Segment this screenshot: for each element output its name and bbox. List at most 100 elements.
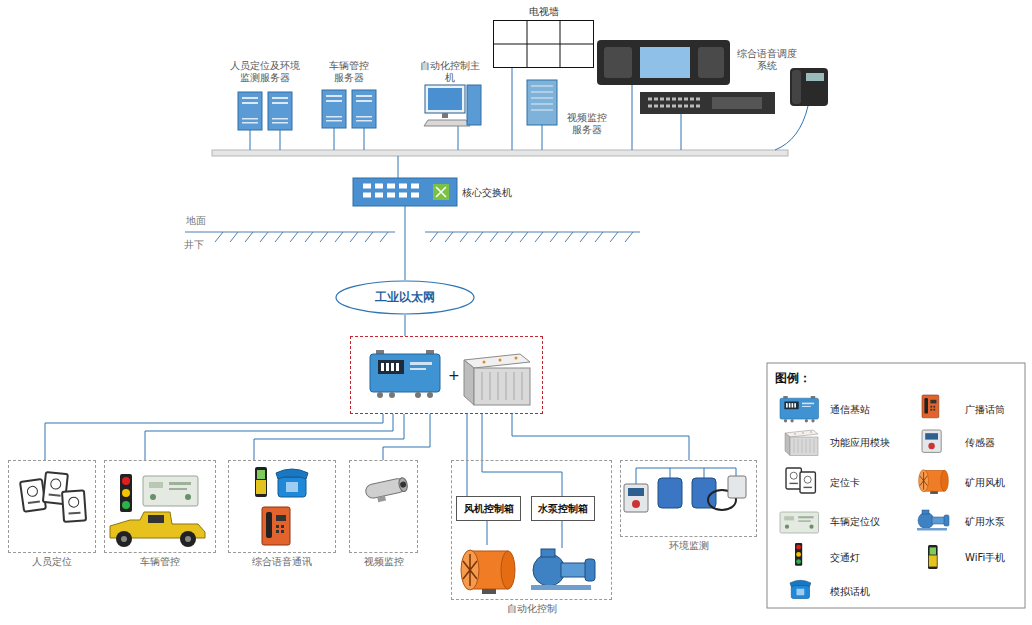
subsystem-group: 视频监控 xyxy=(349,460,418,553)
server-label: 视频监控服务器 xyxy=(566,112,608,136)
node-text: 视频监控 xyxy=(364,555,404,569)
connector xyxy=(383,414,430,460)
node-text: 人员定位 xyxy=(32,555,72,569)
legend-text: 交通灯 xyxy=(830,551,860,565)
connector xyxy=(482,414,562,496)
legend-sample xyxy=(785,430,818,456)
node-text: 视频监控服务器 xyxy=(566,112,608,136)
node-text: 自动化控制主机 xyxy=(419,60,481,84)
legend-text: 矿用风机 xyxy=(965,476,1005,490)
tv-wall: 电视墙 xyxy=(493,20,594,68)
base-station-icon xyxy=(370,350,440,398)
ellipse-shape xyxy=(336,281,474,314)
node-text: 环境监测 xyxy=(669,539,709,553)
legend-text: 车辆定位仪 xyxy=(830,515,880,529)
analog-phone-icon xyxy=(276,469,308,497)
legend-sample xyxy=(922,430,941,452)
node-text: 综合语音通讯 xyxy=(252,555,312,569)
node-text: 车辆管控服务器 xyxy=(328,60,370,84)
underground-label: 井下 xyxy=(183,238,205,252)
legend-sample xyxy=(790,580,811,598)
server-icon xyxy=(268,92,292,130)
legend-box xyxy=(767,363,1025,608)
wifi-phone-icon xyxy=(255,467,267,497)
legend-sample xyxy=(922,395,939,418)
subsystem-group: 综合语音通讯 xyxy=(228,460,336,553)
connector xyxy=(254,414,404,460)
server-label: 车辆管控服务器 xyxy=(328,60,370,84)
connector xyxy=(467,414,468,496)
ground-label: 地面 xyxy=(185,214,207,228)
legend-sample xyxy=(800,472,815,493)
computer-icon xyxy=(424,85,481,126)
ground-line xyxy=(185,232,640,242)
tv-wall-grid xyxy=(493,20,594,68)
node-text: 自动化控制 xyxy=(507,602,557,616)
control-box: 水泵控制箱 xyxy=(531,496,595,521)
legend-title: 图例： xyxy=(774,370,812,387)
fan-icon xyxy=(461,550,515,594)
video-server-icon xyxy=(527,80,557,125)
legend-text: 定位卡 xyxy=(830,476,860,490)
pump-icon xyxy=(531,549,595,590)
desk-phone xyxy=(790,68,828,106)
node-text: 车辆管控 xyxy=(140,555,180,569)
core-switch: 核心交换机 xyxy=(353,178,457,206)
legend-text: 功能应用模块 xyxy=(830,436,890,450)
dispatch-switch xyxy=(640,92,775,114)
subsystem-group: 环境监测 xyxy=(620,460,757,537)
server-label: 人员定位及环境监测服务器 xyxy=(229,60,301,84)
card-icon xyxy=(20,479,46,512)
network-bus xyxy=(212,150,788,156)
connector xyxy=(405,206,406,280)
node-text: 水泵控制箱 xyxy=(538,502,588,516)
camera-icon xyxy=(364,477,409,504)
dispatch-console xyxy=(597,40,730,85)
legend-sample xyxy=(795,543,802,566)
legend-sample xyxy=(780,512,819,533)
legend-text: 广播话筒 xyxy=(965,403,1005,417)
function-module-icon xyxy=(464,354,530,405)
legend-text: 模拟话机 xyxy=(830,585,870,599)
subsystem-group: 自动化控制风机控制箱水泵控制箱 xyxy=(451,460,612,600)
legend-sample xyxy=(780,396,819,422)
traffic-light-icon xyxy=(120,474,132,512)
legend-sample xyxy=(786,468,801,489)
station-group: + xyxy=(350,336,543,414)
connector xyxy=(145,414,393,460)
fan-pump-wires xyxy=(487,520,562,548)
subsystem-group: 人员定位 xyxy=(8,460,96,553)
node-text: + xyxy=(448,367,460,383)
node-text: 人员定位及环境监测服务器 xyxy=(229,60,301,84)
connector xyxy=(512,414,689,460)
subsystem-group: 车辆管控 xyxy=(104,460,216,553)
environment-sensors xyxy=(624,468,746,512)
network-ellipse: 工业以太网 xyxy=(335,280,475,315)
legend-sample xyxy=(917,510,949,531)
loader-truck-icon xyxy=(110,512,205,547)
legend-text: 矿用水泵 xyxy=(965,515,1005,529)
node-text: 工业以太网 xyxy=(375,289,435,306)
control-box: 风机控制箱 xyxy=(456,496,521,521)
legend-sample xyxy=(919,470,949,494)
core-switch-icon xyxy=(353,178,457,206)
node-text: 风机控制箱 xyxy=(464,502,514,516)
legend-text: 传感器 xyxy=(965,436,995,450)
node-text: 综合语音调度系统 xyxy=(736,48,798,72)
server-icon xyxy=(352,90,376,128)
server-icon xyxy=(238,92,262,130)
broadcast-icon xyxy=(262,507,290,545)
node-text: 核心交换机 xyxy=(462,186,512,200)
card-icon xyxy=(62,490,86,521)
connector xyxy=(405,315,406,336)
server-label: 综合语音调度系统 xyxy=(736,48,798,72)
legend-text: WiFi手机 xyxy=(965,551,1005,565)
server-icon xyxy=(322,90,346,128)
legend-text: 通信基站 xyxy=(830,403,870,417)
vehicle-locator-icon xyxy=(143,476,198,506)
node-text: 电视墙 xyxy=(529,5,559,19)
legend-sample xyxy=(928,545,938,569)
